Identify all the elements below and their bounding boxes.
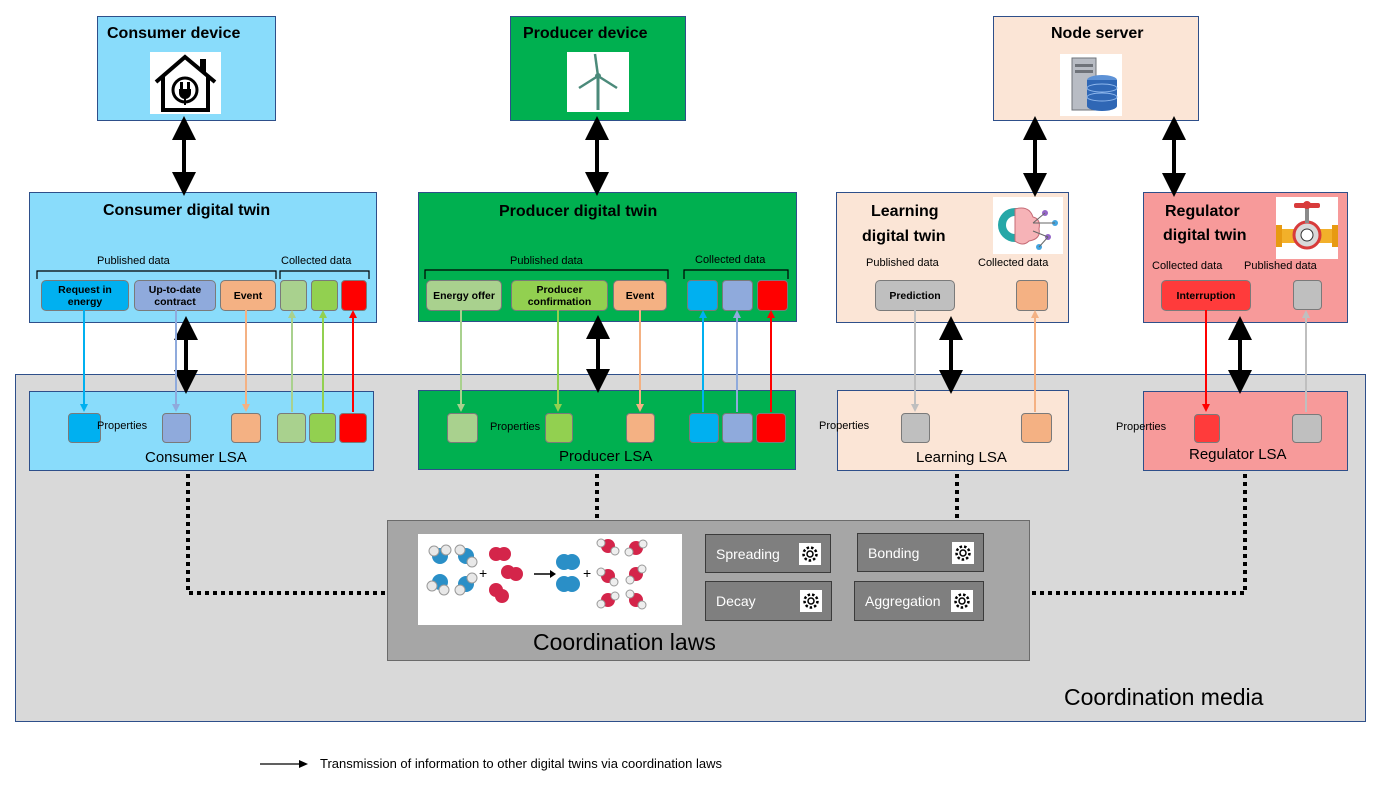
consumer-lsa: Properties Consumer LSA [29, 391, 374, 471]
regulator-lsa: Properties Regulator LSA [1116, 391, 1348, 471]
coordination-laws-title: Coordination laws [533, 629, 716, 655]
learning-collected-orange [1016, 280, 1048, 311]
consumer-lsa-prop-green [309, 413, 336, 443]
coordination-media-label: Coordination media [1064, 684, 1264, 710]
learning-published-label: Published data [866, 257, 939, 269]
prediction-button[interactable]: Prediction [875, 280, 955, 311]
consumer-event-button[interactable]: Event [220, 280, 276, 311]
spreading-label: Spreading [716, 545, 780, 562]
interruption-button[interactable]: Interruption [1161, 280, 1251, 311]
aggregation-label: Aggregation [865, 593, 941, 609]
learning-twin-title-2: digital twin [862, 228, 946, 245]
consumer-lsa-prop-blue [68, 413, 101, 443]
decay-gear-icon [800, 590, 822, 612]
producer-device: Producer device [510, 16, 686, 121]
learning-twin-title-1: Learning [871, 203, 939, 220]
producer-lsa: Properties Producer LSA [418, 390, 796, 470]
regulator-lsa-prop-red [1194, 414, 1220, 443]
learning-collected-label: Collected data [978, 257, 1049, 269]
request-energy-button[interactable]: Request in energy [41, 280, 129, 311]
bonding-law[interactable]: Bonding [857, 533, 984, 572]
molecule-reaction-image: + + [418, 534, 682, 625]
producer-lsa-prop-red [756, 413, 786, 443]
producer-lsa-label: Producer LSA [559, 448, 653, 465]
node-server: Node server [993, 16, 1199, 121]
legend-arrow-icon [260, 760, 308, 768]
regulator-lsa-properties-label: Properties [1116, 421, 1167, 433]
producer-lsa-prop-lavender [722, 413, 753, 443]
consumer-collected-light-green [280, 280, 307, 311]
spreading-gear-icon [799, 543, 821, 565]
learning-digital-twin: Learning digital twin Published data Col… [836, 192, 1069, 323]
consumer-lsa-label: Consumer LSA [145, 449, 247, 466]
producer-collected-lavender [722, 280, 753, 311]
learning-lsa-prop-orange [1021, 413, 1052, 443]
consumer-collected-green [311, 280, 338, 311]
decay-law[interactable]: Decay [705, 581, 832, 621]
bonding-gear-icon [952, 542, 974, 564]
consumer-device: Consumer device [97, 16, 276, 121]
learning-lsa-label: Learning LSA [916, 449, 1007, 466]
consumer-digital-twin: Consumer digital twin Published data Col… [29, 192, 377, 323]
producer-lsa-properties-label: Properties [490, 421, 541, 433]
consumer-published-label: Published data [97, 255, 170, 267]
regulator-twin-title-1: Regulator [1165, 203, 1240, 220]
producer-collected-red [757, 280, 788, 311]
house-plug-icon [150, 52, 221, 114]
consumer-lsa-properties-label: Properties [97, 420, 148, 432]
producer-device-title: Producer device [523, 25, 648, 42]
regulator-published-label: Published data [1244, 260, 1317, 272]
wind-turbine-icon [567, 52, 629, 112]
server-database-icon [1060, 54, 1122, 116]
learning-lsa-prop-gray [901, 413, 930, 443]
bonding-label: Bonding [868, 544, 920, 561]
consumer-lsa-prop-orange [231, 413, 261, 443]
regulator-digital-twin: Regulator digital twin Collected data Pu… [1143, 192, 1348, 323]
consumer-twin-title: Consumer digital twin [103, 202, 271, 219]
producer-lsa-prop-light-green [447, 413, 478, 443]
valve-icon [1276, 197, 1338, 259]
producer-lsa-prop-green [545, 413, 573, 443]
consumer-lsa-prop-lavender [162, 413, 191, 443]
producer-digital-twin: Producer digital twin Published data Col… [418, 192, 797, 322]
regulator-lsa-prop-gray [1292, 414, 1322, 443]
energy-offer-button[interactable]: Energy offer [426, 280, 502, 311]
learning-lsa-properties-label: Properties [819, 420, 870, 432]
producer-lsa-prop-orange [626, 413, 655, 443]
svg-text:+: + [479, 565, 487, 581]
up-to-date-contract-button[interactable]: Up-to-date contract [134, 280, 216, 311]
producer-collected-blue [687, 280, 718, 311]
producer-collected-label: Collected data [695, 254, 766, 266]
consumer-collected-label: Collected data [281, 255, 352, 267]
consumer-lsa-prop-light-green [277, 413, 306, 443]
producer-event-button[interactable]: Event [613, 280, 667, 311]
consumer-lsa-prop-red [339, 413, 367, 443]
spreading-law[interactable]: Spreading [705, 534, 831, 573]
producer-confirmation-button[interactable]: Producer confirmation [511, 280, 608, 311]
regulator-published-gray [1293, 280, 1322, 310]
legend-text: Transmission of information to other dig… [320, 756, 722, 771]
producer-published-label: Published data [510, 255, 583, 267]
regulator-lsa-label: Regulator LSA [1189, 446, 1287, 463]
consumer-collected-red [341, 280, 367, 311]
svg-text:+: + [583, 565, 591, 581]
learning-lsa: Properties Learning LSA [819, 390, 1069, 471]
aggregation-gear-icon [951, 590, 973, 612]
brain-gear-icon [993, 197, 1063, 254]
consumer-device-title: Consumer device [107, 25, 241, 42]
regulator-collected-label: Collected data [1152, 260, 1223, 272]
legend: Transmission of information to other dig… [259, 754, 819, 774]
producer-lsa-prop-blue [689, 413, 719, 443]
producer-twin-title: Producer digital twin [499, 203, 658, 220]
regulator-twin-title-2: digital twin [1163, 227, 1247, 244]
decay-label: Decay [716, 593, 756, 609]
aggregation-law[interactable]: Aggregation [854, 581, 984, 621]
coordination-laws: + + Spreading Bonding Decay Aggregation [387, 520, 1030, 661]
node-server-title: Node server [1051, 25, 1144, 42]
